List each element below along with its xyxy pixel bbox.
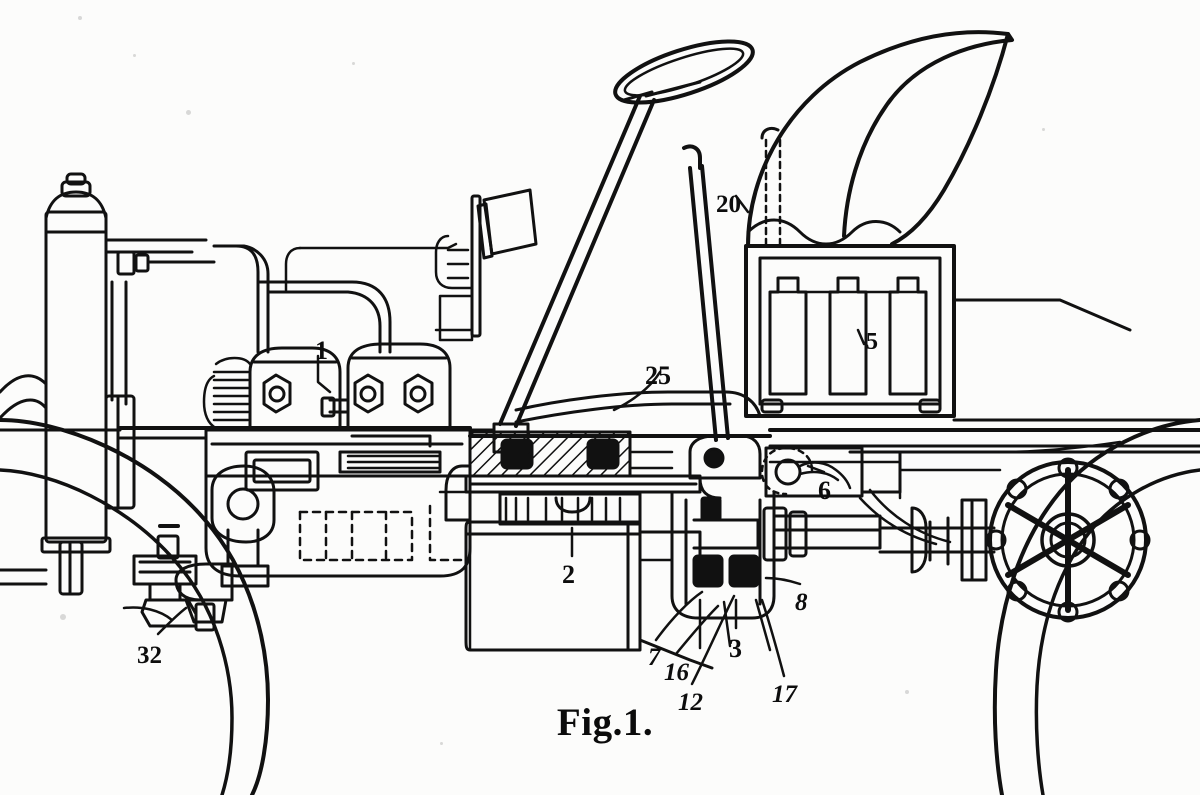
rear-axle-housing — [878, 457, 1151, 623]
reference-numeral-20: 20 — [716, 191, 741, 218]
scan-speck — [905, 690, 909, 694]
flange-bolts — [985, 457, 1151, 623]
scan-speck — [440, 742, 443, 745]
rear-spring — [768, 440, 1122, 546]
reference-numeral-25: 25 — [645, 361, 671, 390]
steering-assembly — [468, 39, 762, 454]
transmission-case — [444, 430, 702, 542]
reference-numeral-17: 17 — [772, 681, 797, 708]
fuel-tank — [464, 520, 714, 670]
clutch-linkage — [670, 434, 882, 652]
ratchet-quadrant — [760, 446, 902, 498]
front-axle-bracket — [122, 524, 198, 628]
reference-numeral-7: 7 — [648, 644, 661, 671]
scan-speck — [1042, 128, 1045, 131]
reference-numeral-16: 16 — [664, 659, 689, 686]
hand-lever — [682, 144, 730, 442]
reference-numeral-1: 1 — [315, 336, 328, 365]
engine-cylinders — [202, 342, 452, 432]
vertical-tank — [0, 172, 112, 586]
reference-numeral-2: 2 — [562, 560, 575, 589]
crankcase — [174, 428, 472, 632]
valve-boss — [262, 373, 434, 414]
dashboard-plate — [284, 188, 538, 342]
cylinder-fins — [202, 356, 252, 430]
reference-numeral-5: 5 — [866, 329, 878, 355]
scan-speck — [186, 110, 191, 115]
scan-speck — [352, 62, 355, 65]
reference-numeral-3: 3 — [729, 634, 742, 663]
battery-cells — [768, 276, 928, 396]
reference-numeral-8: 8 — [795, 589, 808, 616]
leader-lines — [156, 194, 866, 686]
seat — [746, 30, 1014, 248]
reference-numeral-6: 6 — [818, 476, 831, 505]
figure-caption: Fig.1. — [556, 701, 654, 744]
misc-linkage — [438, 450, 674, 652]
scan-speck — [60, 614, 66, 620]
scan-speck — [133, 54, 136, 57]
reference-numeral-32: 32 — [137, 642, 162, 669]
exhaust-piping — [58, 238, 392, 596]
scan-speck — [78, 16, 82, 20]
reference-numeral-12: 12 — [678, 689, 703, 716]
battery-box — [744, 126, 1200, 422]
